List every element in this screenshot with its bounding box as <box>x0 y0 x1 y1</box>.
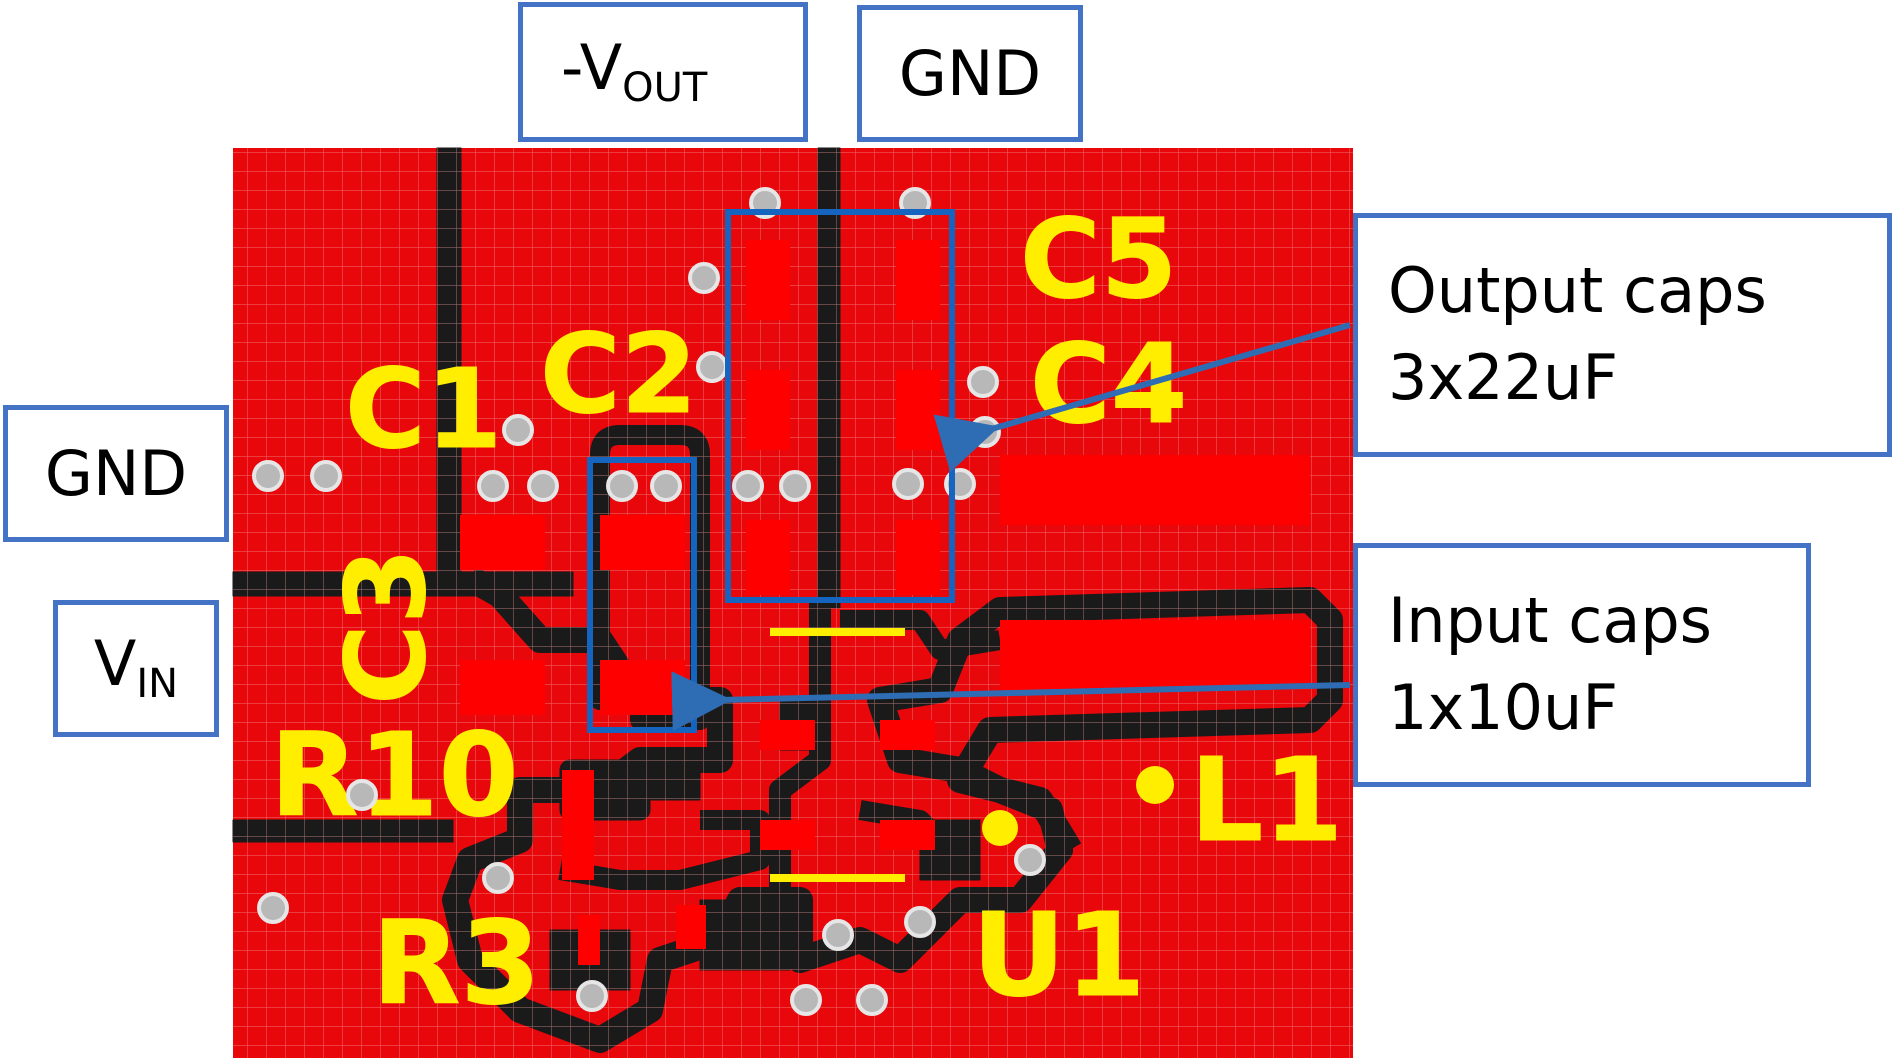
gnd-top-label-box: GND <box>857 5 1083 142</box>
input-caps-arrow <box>671 671 1351 732</box>
designator-l1: L1 <box>1190 734 1343 868</box>
gnd-top-label: GND <box>898 36 1042 110</box>
vin-label: VIN <box>93 627 179 707</box>
designator-c5: C5 <box>1020 195 1177 323</box>
output-caps-value: 3x22uF <box>1388 341 1618 414</box>
designator-r10: R10 <box>270 709 519 843</box>
l1-pin1-dot <box>1136 766 1174 804</box>
gnd-left-label-box: GND <box>3 405 229 542</box>
pads <box>460 240 1310 965</box>
silkscreen-marks <box>770 628 905 882</box>
designator-c2: C2 <box>540 310 697 438</box>
gnd-left-label: GND <box>44 436 188 510</box>
designator-c4: C4 <box>1030 320 1187 448</box>
input-caps-value: 1x10uF <box>1388 671 1618 744</box>
vout-label: -VOUT <box>561 30 708 111</box>
output-caps-label-box: Output caps 3x22uF <box>1353 213 1892 457</box>
input-caps-highlight-box <box>587 457 697 733</box>
vin-label-box: VIN <box>53 600 219 737</box>
designator-c3: C3 <box>322 548 450 705</box>
output-caps-title: Output caps <box>1388 254 1767 328</box>
input-caps-label-box: Input caps 1x10uF <box>1353 543 1811 787</box>
designator-u1: U1 <box>972 889 1145 1023</box>
output-caps-highlight-box <box>725 209 955 603</box>
designator-c1: C1 <box>345 345 502 473</box>
output-caps-arrow <box>933 322 1351 473</box>
input-caps-title: Input caps <box>1388 584 1712 658</box>
vout-label-box: -VOUT <box>518 2 808 142</box>
u1-pin1-dot <box>982 810 1018 846</box>
designator-r3: R3 <box>372 897 541 1031</box>
